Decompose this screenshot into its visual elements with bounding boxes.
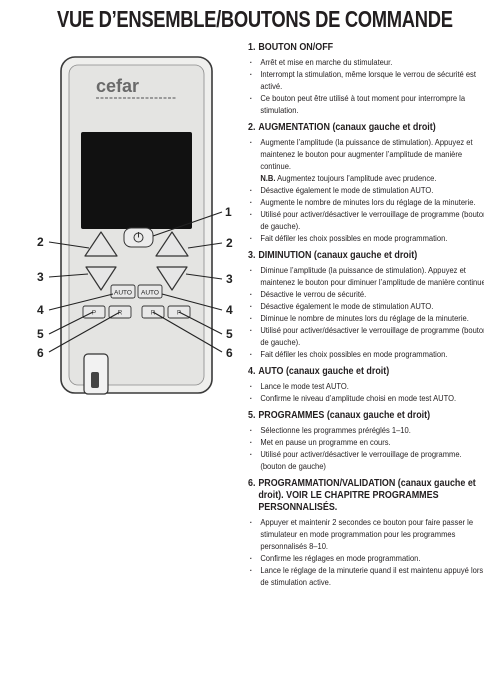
list-item: Fait défiler les choix possibles en mode… (248, 232, 484, 244)
callout-6-right: 6 (226, 346, 233, 360)
list-item: Appuyer et maintenir 2 secondes ce bouto… (248, 516, 484, 552)
list-item: Met en pause un programme en cours. (248, 436, 484, 448)
note-label: N.B. (260, 173, 276, 183)
page-title: VUE D’ENSEMBLE/BOUTONS DE COMMANDE (57, 6, 453, 32)
callout-5-right: 5 (226, 327, 233, 341)
section-heading: 5.PROGRAMMES (canaux gauche et droit) (248, 410, 431, 421)
callout-4-right: 4 (226, 303, 233, 317)
list-item: Désactive également le mode de stimulati… (248, 184, 484, 196)
list-item: Confirme les réglages en mode programmat… (248, 552, 484, 564)
list-item: Utilisé pour activer/désactiver le verro… (248, 448, 484, 472)
section-2: 2.AUGMENTATION (canaux gauche et droit) … (248, 122, 484, 244)
list-item: Arrêt et mise en marche du stimulateur. (248, 56, 484, 68)
list-item: Lance le mode test AUTO. (248, 380, 484, 392)
svg-text:R: R (151, 311, 156, 317)
list-item: Augmente l’amplitude (la puissance de st… (248, 136, 484, 184)
section-6: 6.PROGRAMMATION/VALIDATION (canaux gauch… (248, 478, 483, 588)
note-text: Augmentez toujours l’amplitude avec prud… (277, 173, 437, 183)
svg-text:R: R (118, 311, 123, 317)
section-5: 5.PROGRAMMES (canaux gauche et droit) Sé… (248, 410, 480, 472)
list-item: Utilisé pour activer/désactiver le verro… (248, 208, 484, 232)
display-screen (81, 132, 192, 229)
brand-logo: cefar (96, 76, 139, 96)
device-diagram: cefar AUTO AUTO P R R P 1 2 2 (37, 56, 233, 395)
list-item: Utilisé pour activer/désactiver le verro… (248, 324, 484, 348)
callout-4-left: 4 (37, 303, 44, 317)
list-item: Désactive le verrou de sécurité. (248, 288, 484, 300)
callout-2-right: 2 (226, 236, 233, 250)
auto-button-right (137, 284, 163, 299)
callout-1: 1 (225, 205, 232, 219)
list-item: Lance le réglage de la minuterie quand i… (248, 564, 484, 588)
callout-5-left: 5 (37, 327, 44, 341)
section-heading: 3.DIMINUTION (canaux gauche et droit) (248, 250, 418, 261)
section-heading: 1.BOUTON ON/OFF (248, 42, 334, 53)
button-descriptions: 1.BOUTON ON/OFF Arrêt et mise en marche … (248, 42, 484, 594)
callout-2-left: 2 (37, 235, 44, 249)
callout-3-left: 3 (37, 270, 44, 284)
increase-button-right (155, 231, 189, 257)
svg-text:AUTO: AUTO (141, 290, 159, 297)
list-item: Ce bouton peut être utilisé à tout momen… (248, 92, 484, 116)
list-item: Diminue le nombre de minutes lors du rég… (248, 312, 484, 324)
decrease-button-right (156, 266, 188, 291)
list-item: Sélectionne les programmes préréglés 1–1… (248, 424, 484, 436)
list-item: Augmente le nombre de minutes lors du ré… (248, 196, 484, 208)
auto-button-left (110, 284, 136, 299)
program-button-left (82, 305, 106, 319)
section-1: 1.BOUTON ON/OFF Arrêt et mise en marche … (248, 42, 480, 116)
list-item: Confirme le niveau d’amplitude choisi en… (248, 392, 484, 404)
list-item: Interrompt la stimulation, même lorsque … (248, 68, 484, 92)
section-heading: 6.PROGRAMMATION/VALIDATION (canaux gauch… (248, 478, 476, 513)
section-3: 3.DIMINUTION (canaux gauche et droit) Di… (248, 250, 484, 360)
decrease-button-left (85, 266, 117, 291)
section-heading: 4.AUTO (canaux gauche et droit) (248, 366, 390, 377)
callout-6-left: 6 (37, 346, 44, 360)
section-4: 4.AUTO (canaux gauche et droit) Lance le… (248, 366, 480, 404)
list-item: Diminue l’amplitude (la puissance de sti… (248, 264, 484, 288)
callout-3-right: 3 (226, 272, 233, 286)
svg-text:P: P (92, 311, 96, 317)
svg-text:P: P (177, 311, 181, 317)
list-item: Fait défiler les choix possibles en mode… (248, 348, 484, 360)
increase-button-left (84, 231, 118, 257)
section-heading: 2.AUGMENTATION (canaux gauche et droit) (248, 122, 436, 133)
svg-text:AUTO: AUTO (114, 290, 132, 297)
list-item: Désactive également le mode de stimulati… (248, 300, 484, 312)
